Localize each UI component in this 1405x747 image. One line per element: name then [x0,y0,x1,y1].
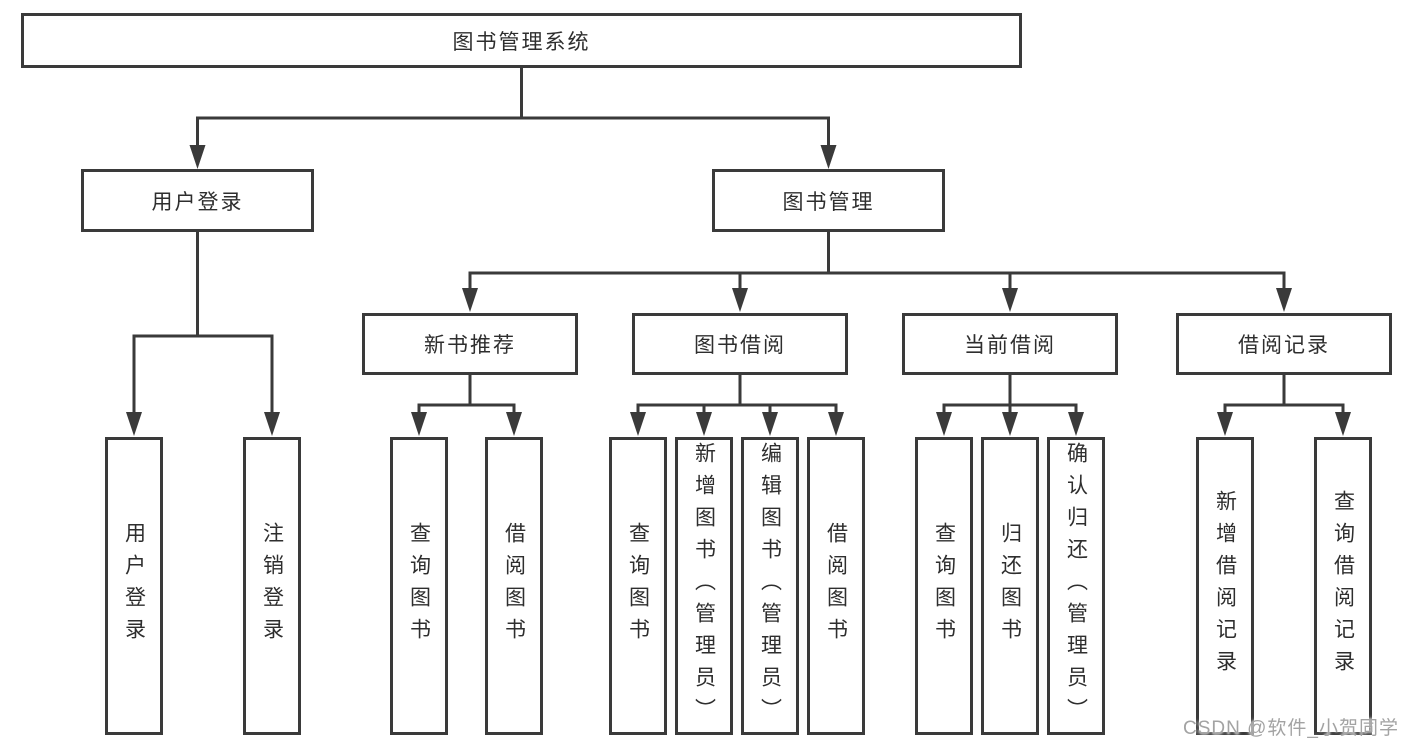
leaf-query-books-1-label: 查询图书 [407,522,431,650]
leaf-query-borrow-record-label: 查询借阅记录 [1331,490,1355,682]
leaf-query-books-3-label: 查询图书 [932,522,956,650]
leaf-add-book-admin: 新增图书（管理员） [675,437,733,735]
leaf-borrow-books-2: 借阅图书 [807,437,865,735]
leaf-borrow-books-2-label: 借阅图书 [824,522,848,650]
leaf-query-books-2-label: 查询图书 [626,522,650,650]
leaf-borrow-books-1: 借阅图书 [485,437,543,735]
leaf-logout-label: 注销登录 [260,522,284,650]
node-borrow-records: 借阅记录 [1176,313,1392,375]
node-user-login-label: 用户登录 [151,190,244,214]
arrowheads [126,145,1351,436]
leaf-user-login: 用户登录 [105,437,163,735]
leaf-user-login-label: 用户登录 [122,522,146,650]
leaf-logout: 注销登录 [243,437,301,735]
leaf-add-borrow-record-label: 新增借阅记录 [1213,490,1237,682]
node-current-borrow-label: 当前借阅 [964,334,1056,357]
node-book-borrow-label: 图书借阅 [694,334,786,357]
leaf-query-borrow-record: 查询借阅记录 [1314,437,1372,735]
node-book-management: 图书管理 [712,169,945,232]
node-new-book-recommend: 新书推荐 [362,313,578,375]
leaf-query-books-1: 查询图书 [390,437,448,735]
leaf-query-books-2: 查询图书 [609,437,667,735]
leaf-edit-book-admin-label: 编辑图书（管理员） [758,442,782,730]
node-borrow-records-label: 借阅记录 [1238,334,1330,357]
node-root-label: 图书管理系统 [452,30,591,54]
node-current-borrow: 当前借阅 [902,313,1118,375]
node-new-book-recommend-label: 新书推荐 [424,334,516,357]
node-root: 图书管理系统 [21,13,1022,68]
node-user-login: 用户登录 [81,169,314,232]
leaf-add-book-admin-label: 新增图书（管理员） [692,442,716,730]
leaf-return-book-label: 归还图书 [998,522,1022,650]
node-book-borrow: 图书借阅 [632,313,848,375]
leaf-edit-book-admin: 编辑图书（管理员） [741,437,799,735]
node-book-management-label: 图书管理 [782,190,875,214]
leaf-borrow-books-1-label: 借阅图书 [502,522,526,650]
leaf-return-book: 归还图书 [981,437,1039,735]
leaf-add-borrow-record: 新增借阅记录 [1196,437,1254,735]
leaf-confirm-return-admin-label: 确认归还（管理员） [1064,442,1088,730]
leaf-confirm-return-admin: 确认归还（管理员） [1047,437,1105,735]
leaf-query-books-3: 查询图书 [915,437,973,735]
